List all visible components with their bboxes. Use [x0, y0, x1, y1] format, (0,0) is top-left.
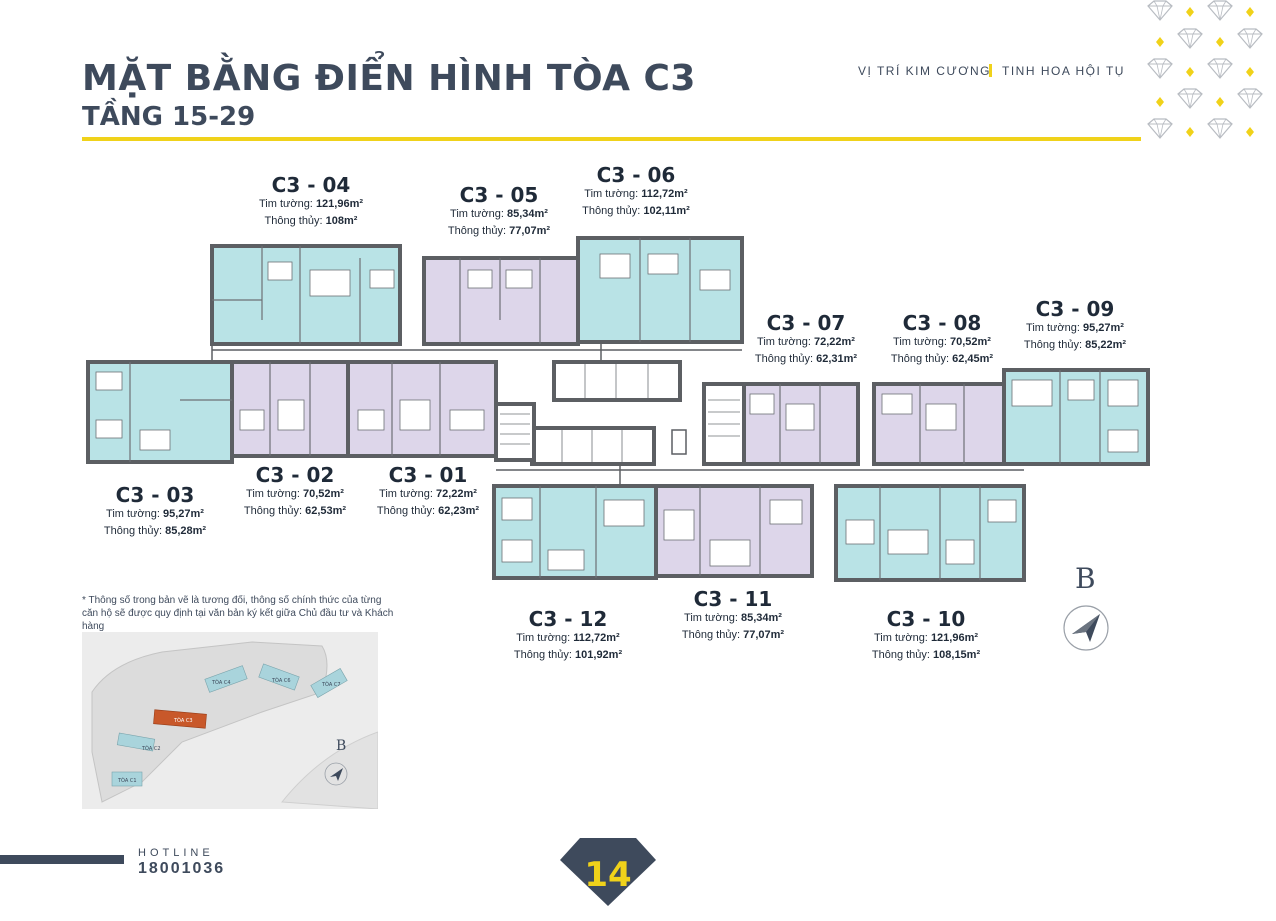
page-number-badge: 14: [560, 838, 656, 906]
site-location-map: B TÒA C4 TÒA C6 TÒA C7 TÒA C3 TÒA C2 TÒA…: [82, 632, 378, 809]
svg-text:TÒA C6: TÒA C6: [271, 677, 291, 684]
unit-label-c3-01: C3 - 01 Tim tường: 72,22m² Thông thủy: 6…: [376, 463, 480, 517]
map-building-c7: [310, 668, 348, 698]
unit-label-c3-04: C3 - 04 Tim tường: 121,96m² Thông thủy: …: [258, 173, 364, 227]
svg-text:TÒA C1: TÒA C1: [117, 777, 137, 784]
map-compass-letter: B: [336, 738, 346, 754]
svg-text:TÒA C3: TÒA C3: [173, 717, 193, 724]
unit-label-c3-09: C3 - 09 Tim tường: 95,27m² Thông thủy: 8…: [1023, 297, 1127, 351]
map-building-c4: [204, 665, 248, 693]
map-building-c6: [258, 663, 300, 691]
page-number: 14: [584, 855, 631, 895]
unit-label-c3-02: C3 - 02 Tim tường: 70,52m² Thông thủy: 6…: [243, 463, 347, 517]
map-building-c3-highlight: [153, 709, 207, 729]
unit-label-c3-03: C3 - 03 Tim tường: 95,27m² Thông thủy: 8…: [103, 483, 207, 537]
unit-label-c3-06: C3 - 06 Tim tường: 112,72m² Thông thủy: …: [582, 163, 690, 217]
unit-label-c3-11: C3 - 11 Tim tường: 85,34m² Thông thủy: 7…: [681, 587, 785, 641]
hotline-label: HOTLINE: [138, 847, 214, 859]
svg-text:TÒA C7: TÒA C7: [321, 681, 341, 688]
title-underline: [82, 137, 1141, 141]
svg-text:TÒA C2: TÒA C2: [141, 745, 161, 752]
hotline-bar: [0, 855, 124, 864]
disclaimer-note: * Thông số trong bản vẽ là tương đối, th…: [82, 595, 394, 632]
slogan-right: TINH HOA HỘI TỤ: [1002, 64, 1125, 78]
apartment-c3-04: [210, 244, 402, 346]
diamond-badge-icon: [560, 838, 656, 906]
elevator-core-bottom: [530, 426, 656, 466]
svg-text:TÒA C4: TÒA C4: [211, 679, 231, 686]
north-arrow-icon: [1063, 605, 1109, 651]
page-title: MẶT BẰNG ĐIỂN HÌNH TÒA C3: [82, 58, 696, 99]
unit-label-c3-10: C3 - 10 Tim tường: 121,96m² Thông thủy: …: [871, 607, 981, 661]
stair-left: [494, 402, 536, 462]
slogan-left: VỊ TRÍ KIM CƯƠNG: [858, 64, 991, 78]
apartment-c3-05: [422, 256, 580, 346]
map-north-arrow-icon: [324, 762, 348, 786]
unit-label-c3-05: C3 - 05 Tim tường: 85,34m² Thông thủy: 7…: [447, 183, 551, 237]
unit-label-c3-08: C3 - 08 Tim tường: 70,52m² Thông thủy: 6…: [890, 311, 994, 365]
slogan-divider: [989, 64, 992, 77]
elevator-core-top: [552, 360, 682, 402]
compass-letter: B: [1075, 562, 1096, 595]
page-subtitle: TẦNG 15-29: [82, 102, 256, 132]
hotline-number: 18001036: [138, 860, 226, 877]
map-building-c1: [111, 771, 143, 787]
map-building-c2: [116, 732, 156, 752]
unit-label-c3-12: C3 - 12 Tim tường: 112,72m² Thông thủy: …: [513, 607, 623, 661]
unit-label-c3-07: C3 - 07 Tim tường: 72,22m² Thông thủy: 6…: [754, 311, 858, 365]
